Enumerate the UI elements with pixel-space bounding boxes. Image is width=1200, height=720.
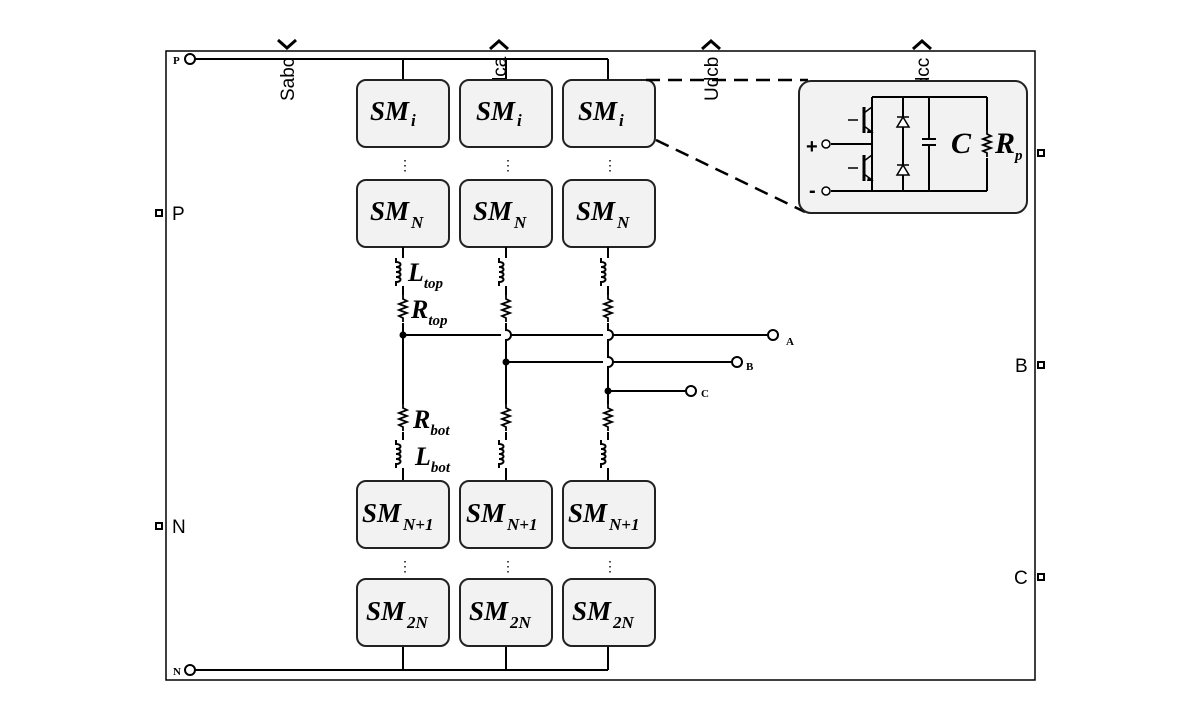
ac-node-c bbox=[685, 385, 697, 397]
submodule-label: SM bbox=[576, 196, 616, 226]
resistor-p-sub: p bbox=[1013, 148, 1023, 164]
svg-text:SMi: SMi bbox=[578, 96, 624, 130]
submodule-sub: N bbox=[513, 213, 527, 232]
svg-text:SMN: SMN bbox=[370, 196, 424, 232]
inductor-top-label: L bbox=[407, 258, 424, 287]
submodule-lower-last-a bbox=[356, 578, 450, 647]
svg-text:SMN: SMN bbox=[473, 196, 527, 232]
submodule-sub: N bbox=[410, 213, 424, 232]
submodule-sub: N+1 bbox=[608, 515, 639, 534]
svg-text:Rbot: Rbot bbox=[412, 405, 450, 439]
submodule-sub: i bbox=[517, 111, 522, 130]
top-port-sabc[interactable]: Sabc bbox=[277, 38, 299, 101]
submodule-label: SM bbox=[366, 596, 406, 626]
submodule-lower-last-b bbox=[459, 578, 553, 647]
svg-text:SMN+1: SMN+1 bbox=[466, 498, 538, 534]
submodule-sub: 2N bbox=[509, 613, 532, 632]
input-port-p-label: P bbox=[172, 204, 185, 225]
svg-text:SMN: SMN bbox=[576, 196, 630, 232]
svg-text:Ltop: Ltop bbox=[407, 258, 444, 292]
inductor-bot-sub: bot bbox=[431, 460, 451, 476]
output-port-c[interactable]: C bbox=[1014, 568, 1045, 589]
dc-node-p-label: P bbox=[173, 55, 180, 67]
svg-text:⋮: ⋮ bbox=[603, 558, 617, 574]
svg-text:⋮: ⋮ bbox=[501, 558, 515, 574]
svg-text:⋮: ⋮ bbox=[603, 157, 617, 173]
submodule-label: SM bbox=[473, 196, 513, 226]
input-port-p[interactable]: P bbox=[155, 204, 185, 225]
submodule-sub: i bbox=[411, 111, 416, 130]
submodule-lower-first-b bbox=[459, 480, 553, 549]
resistor-top-label: R bbox=[410, 295, 428, 324]
ac-node-a bbox=[767, 329, 779, 341]
input-port-n[interactable]: N bbox=[155, 517, 186, 538]
svg-text:⋮: ⋮ bbox=[501, 157, 515, 173]
submodule-label: SM bbox=[466, 498, 506, 528]
svg-text:SMi: SMi bbox=[476, 96, 522, 130]
submodule-sub: 2N bbox=[612, 613, 635, 632]
ac-node-b-label: B bbox=[746, 361, 754, 373]
ac-node-b bbox=[731, 356, 743, 368]
inductor-top-sub: top bbox=[424, 276, 444, 292]
submodule-label: SM bbox=[370, 196, 410, 226]
svg-text:Rtop: Rtop bbox=[410, 295, 448, 329]
capacitor-label: C bbox=[951, 127, 972, 160]
submodule-label: SM bbox=[572, 596, 612, 626]
submodule-label: SM bbox=[362, 498, 402, 528]
submodule-upper-first-c bbox=[562, 79, 656, 148]
submodule-upper-first-a bbox=[356, 79, 450, 148]
svg-text:⋮: ⋮ bbox=[398, 558, 412, 574]
submodule-sub: N+1 bbox=[506, 515, 537, 534]
submodule-label: SM bbox=[578, 96, 618, 126]
submodule-lower-first-a bbox=[356, 480, 450, 549]
submodule-detail: + - C Rp bbox=[798, 80, 1028, 214]
submodule-label: SM bbox=[476, 96, 516, 126]
resistor-top-sub: top bbox=[428, 313, 448, 329]
submodule-label: SM bbox=[568, 498, 608, 528]
ac-node-a-label: A bbox=[786, 336, 794, 348]
output-port-c-label: C bbox=[1014, 568, 1028, 589]
resistor-bot-label: R bbox=[412, 405, 430, 434]
ac-node-c-label: C bbox=[701, 388, 709, 400]
input-port-n-label: N bbox=[172, 517, 186, 538]
svg-text:SMi: SMi bbox=[370, 96, 416, 130]
dc-node-n bbox=[184, 664, 196, 676]
dc-node-n-label: N bbox=[173, 666, 181, 678]
terminal-plus: + bbox=[806, 136, 818, 158]
submodule-lower-first-c bbox=[562, 480, 656, 549]
submodule-sub: 2N bbox=[406, 613, 429, 632]
submodule-label: SM bbox=[370, 96, 410, 126]
inductor-bot-label: L bbox=[414, 442, 431, 471]
submodule-label: SM bbox=[469, 596, 509, 626]
top-port-sabc-label: Sabc bbox=[278, 58, 299, 101]
submodule-sub: i bbox=[619, 111, 624, 130]
resistor-p-label: R bbox=[994, 127, 1015, 160]
dc-node-p bbox=[184, 53, 196, 65]
svg-text:SMN+1: SMN+1 bbox=[362, 498, 434, 534]
submodule-sub: N bbox=[616, 213, 630, 232]
output-port-b-label: B bbox=[1015, 356, 1028, 377]
top-port-udcb[interactable]: Udcb bbox=[701, 38, 723, 101]
submodule-upper-first-b bbox=[459, 79, 553, 148]
svg-text:SMN+1: SMN+1 bbox=[568, 498, 640, 534]
resistor-bot-sub: bot bbox=[430, 423, 450, 439]
svg-text:Lbot: Lbot bbox=[414, 442, 451, 476]
svg-text:⋮: ⋮ bbox=[398, 157, 412, 173]
terminal-minus: - bbox=[809, 180, 816, 202]
output-port-b[interactable]: B bbox=[1015, 356, 1045, 377]
submodule-sub: N+1 bbox=[402, 515, 433, 534]
svg-text:Rp: Rp bbox=[994, 127, 1023, 164]
submodule-lower-last-c bbox=[562, 578, 656, 647]
